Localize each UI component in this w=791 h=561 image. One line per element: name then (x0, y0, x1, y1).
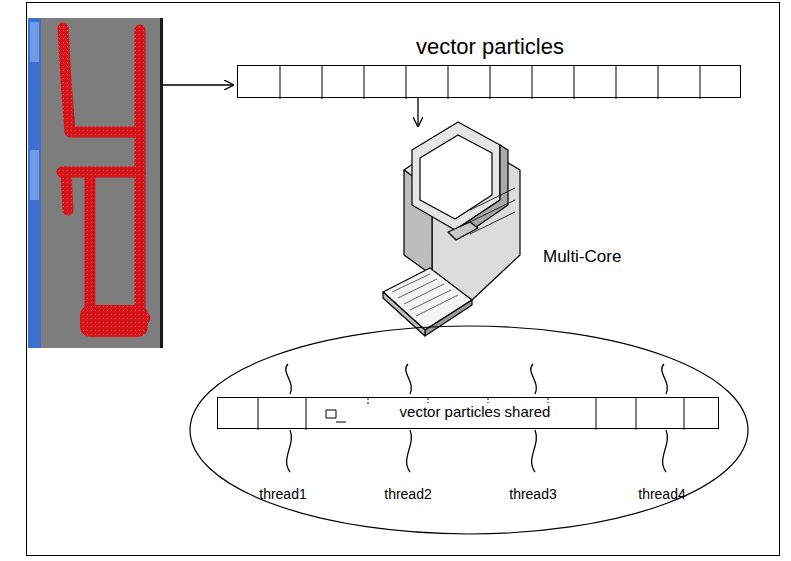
array-box: vector particles (237, 65, 741, 98)
thread-label: thread2 (384, 486, 431, 502)
flow-arrow (163, 84, 233, 85)
array-box: vector particles shared (217, 397, 719, 429)
computer-label: Multi-Core (543, 247, 621, 267)
computer-icon (383, 122, 520, 336)
array-label: vector particles shared (398, 403, 553, 420)
particle-map-screenshot (28, 18, 163, 348)
flow-arrow (417, 97, 418, 126)
array-label: vector particles (416, 34, 564, 60)
thread-label: thread3 (509, 486, 556, 502)
array-cells (238, 66, 742, 99)
thread-label: thread1 (259, 486, 306, 502)
thread-label: thread4 (638, 486, 685, 502)
multicore-region (190, 326, 748, 534)
